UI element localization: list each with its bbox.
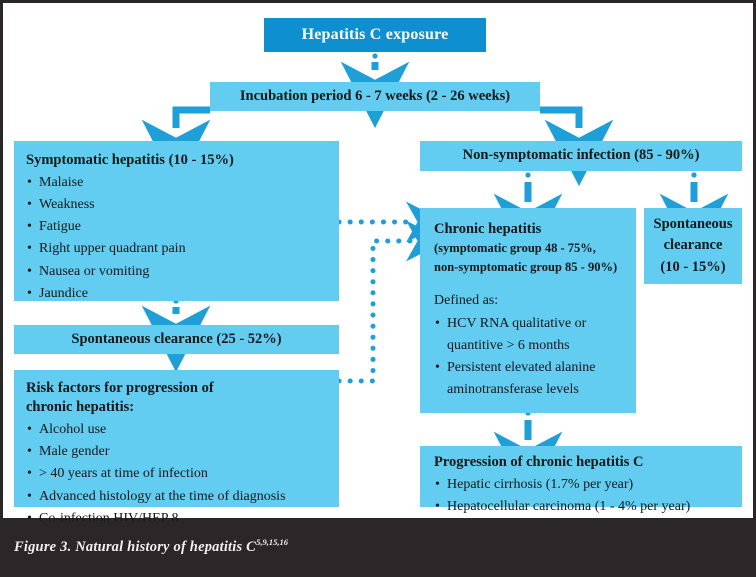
node-progression[interactable]: Progression of chronic hepatitis C Hepat… xyxy=(420,446,742,518)
node-spontaneous-clearance-right[interactable]: Spontaneous clearance (10 - 15%) xyxy=(644,208,742,284)
node-risk-factors[interactable]: Risk factors for progression of chronic … xyxy=(14,370,339,530)
caption-main: Figure 3. Natural history of hepatitis C xyxy=(14,538,257,555)
node-nonsymptomatic-infection[interactable]: Non-symptomatic infection (85 - 90%) xyxy=(420,141,742,171)
node-spontaneous-clearance-left[interactable]: Spontaneous clearance (25 - 52%) xyxy=(14,325,339,354)
chronic-subtitle-line2: non-symptomatic group 85 - 90%) xyxy=(434,259,618,274)
node-title-line1: Spontaneous xyxy=(653,216,733,233)
list-item: Jaundice xyxy=(26,283,327,305)
node-hepatitis-c-exposure[interactable]: Hepatitis C exposure xyxy=(264,18,486,52)
list-item: Alcohol use xyxy=(26,419,327,441)
list-item: > 40 years at time of infection xyxy=(26,463,327,485)
node-incubation-period[interactable]: Incubation period 6 - 7 weeks (2 - 26 we… xyxy=(210,82,540,111)
risk-title-line1: Risk factors for progression of xyxy=(26,380,214,396)
list-item: Weakness xyxy=(26,194,327,216)
chronic-definition-list: HCV RNA qualitative or quantitive > 6 mo… xyxy=(434,313,624,401)
list-item: Hepatic cirrhosis (1.7% per year) xyxy=(434,474,730,496)
figure-caption: Figure 3. Natural history of hepatitis C… xyxy=(14,537,288,556)
node-title-line2: clearance xyxy=(663,237,723,254)
progression-list: Hepatic cirrhosis (1.7% per year) Hepato… xyxy=(434,474,730,518)
node-title: Spontaneous clearance (25 - 52%) xyxy=(71,330,282,347)
list-item: Male gender xyxy=(26,441,327,463)
list-item: Fatigue xyxy=(26,216,327,238)
caption-bar: Figure 3. Natural history of hepatitis C… xyxy=(0,521,756,577)
list-item: Right upper quadrant pain xyxy=(26,238,327,260)
risk-title-line2: chronic hepatitis: xyxy=(26,399,135,416)
node-title: Hepatitis C exposure xyxy=(301,26,449,44)
caption-references: 5,9,15,16 xyxy=(256,537,288,547)
chronic-subtitle-line1: (symptomatic group 48 - 75%, xyxy=(434,241,596,256)
defined-as-label: Defined as: xyxy=(434,292,499,308)
list-item: Advanced histology at the time of diagno… xyxy=(26,486,327,508)
node-title: Incubation period 6 - 7 weeks (2 - 26 we… xyxy=(239,87,511,104)
list-item: Malaise xyxy=(26,172,327,194)
node-title: Chronic hepatitis xyxy=(434,221,542,237)
node-title: Progression of chronic hepatitis C xyxy=(434,454,644,470)
symptom-list: Malaise Weakness Fatigue Right upper qua… xyxy=(26,172,327,305)
list-item: Persistent elevated alanine aminotransfe… xyxy=(434,357,624,401)
node-title: Symptomatic hepatitis (10 - 15%) xyxy=(26,152,234,168)
list-item: HCV RNA qualitative or quantitive > 6 mo… xyxy=(434,313,624,357)
node-symptomatic-hepatitis[interactable]: Symptomatic hepatitis (10 - 15%) Malaise… xyxy=(14,141,339,305)
list-item: Nausea or vomiting xyxy=(26,261,327,283)
list-item: Hepatocellular carcinoma (1 - 4% per yea… xyxy=(434,496,730,518)
risk-factor-list: Alcohol use Male gender > 40 years at ti… xyxy=(26,419,327,530)
node-title-line3: (10 - 15%) xyxy=(660,258,726,275)
node-chronic-hepatitis[interactable]: Chronic hepatitis (symptomatic group 48 … xyxy=(420,208,636,413)
node-title: Non-symptomatic infection (85 - 90%) xyxy=(462,147,700,164)
